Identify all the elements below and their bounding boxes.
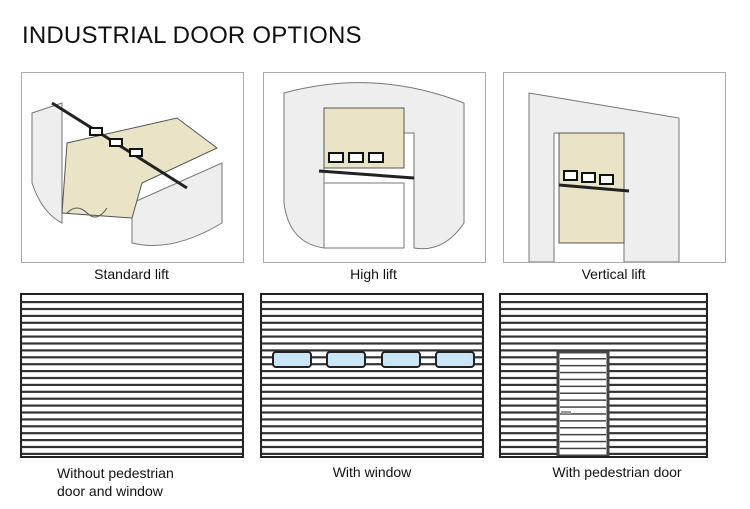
door-with-window [260, 293, 484, 458]
panel-seam [22, 397, 242, 400]
window-pane [326, 351, 366, 368]
panel-seam [560, 385, 606, 388]
panel-seam [560, 413, 606, 415]
panel-seam [262, 314, 482, 317]
panel-seam [22, 383, 242, 386]
panel-seam [560, 399, 606, 401]
panel-seam [22, 411, 242, 414]
panel-seam [262, 363, 482, 366]
panel-seam [501, 321, 706, 324]
door-plain-label-line1: Without pedestrian [57, 465, 174, 481]
door-with-pedestrian-door [499, 293, 708, 458]
panel-seam [560, 378, 606, 381]
panel-seam [22, 314, 242, 317]
standard-lift-label: Standard lift [94, 266, 169, 282]
panel-seam [560, 447, 606, 450]
door-plain-label: Without pedestrian door and window [57, 464, 174, 500]
panel-seam [501, 342, 706, 345]
panel-seam [262, 356, 482, 359]
window-pane [435, 351, 475, 368]
panel-seam [22, 452, 242, 455]
panel-seam [22, 363, 242, 366]
panel-seam [22, 328, 242, 331]
panel-seam [262, 418, 482, 421]
window-pane [272, 351, 312, 368]
panel-seam [262, 321, 482, 324]
panel-seam [262, 328, 482, 331]
panel-seam [262, 376, 482, 380]
panel-seam [262, 411, 482, 414]
panel-seam [560, 427, 606, 429]
panel-seam [262, 370, 482, 373]
vertical-lift-label: Vertical lift [581, 266, 646, 282]
panel-seam [560, 420, 606, 422]
panel-seam [262, 404, 482, 407]
panel-seam [501, 335, 706, 338]
panel-seam [22, 342, 242, 345]
panel-seam [262, 425, 482, 428]
panel-seam [560, 392, 606, 394]
panel-seam [262, 432, 482, 435]
panel-seam [22, 439, 242, 442]
panel-seam [22, 349, 242, 352]
panel-seam [262, 452, 482, 455]
panel-seam [501, 314, 706, 317]
panel-seam [22, 370, 242, 373]
vertical-lift-illustration [503, 72, 726, 263]
panel-seam [560, 371, 606, 374]
panel-seam [560, 440, 606, 443]
panel-seam [22, 335, 242, 338]
panel-seam [22, 356, 242, 359]
panel-seam [560, 358, 606, 360]
panel-seam [262, 397, 482, 400]
page-title: INDUSTRIAL DOOR OPTIONS [22, 22, 362, 49]
panel-seam [262, 307, 482, 311]
door-plain [20, 293, 244, 458]
panel-seam [22, 301, 242, 304]
panel-seam [22, 432, 242, 435]
panel-seam [262, 383, 482, 386]
panel-seam [22, 376, 242, 380]
door-with-pedestrian-door-label: With pedestrian door [552, 464, 682, 480]
window-pane [381, 351, 421, 368]
panel-seam [262, 445, 482, 449]
panel-seam [501, 301, 706, 304]
panel-seam [22, 321, 242, 324]
panel-seam [22, 425, 242, 428]
door-handle [561, 411, 571, 414]
panel-seam [560, 454, 606, 456]
panel-seam [262, 349, 482, 352]
panel-seam [22, 307, 242, 311]
panel-seam [262, 390, 482, 393]
panel-seam [501, 328, 706, 331]
door-with-window-label: With window [332, 464, 412, 480]
panel-seam [560, 364, 606, 367]
panel-seam [262, 335, 482, 338]
panel-seam [22, 418, 242, 421]
door-plain-label-line2: door and window [57, 483, 163, 499]
panel-seam [262, 342, 482, 345]
panel-seam [262, 301, 482, 304]
standard-lift-illustration [21, 72, 244, 263]
pedestrian-door [556, 350, 610, 456]
panel-seam [262, 439, 482, 442]
panel-seam [560, 433, 606, 436]
high-lift-illustration [263, 72, 486, 263]
panel-seam [22, 445, 242, 449]
high-lift-label: High lift [350, 266, 397, 282]
panel-seam [22, 404, 242, 407]
panel-seam [22, 390, 242, 393]
panel-seam [501, 307, 706, 311]
panel-seam [560, 406, 606, 408]
panel-seam [501, 349, 706, 352]
